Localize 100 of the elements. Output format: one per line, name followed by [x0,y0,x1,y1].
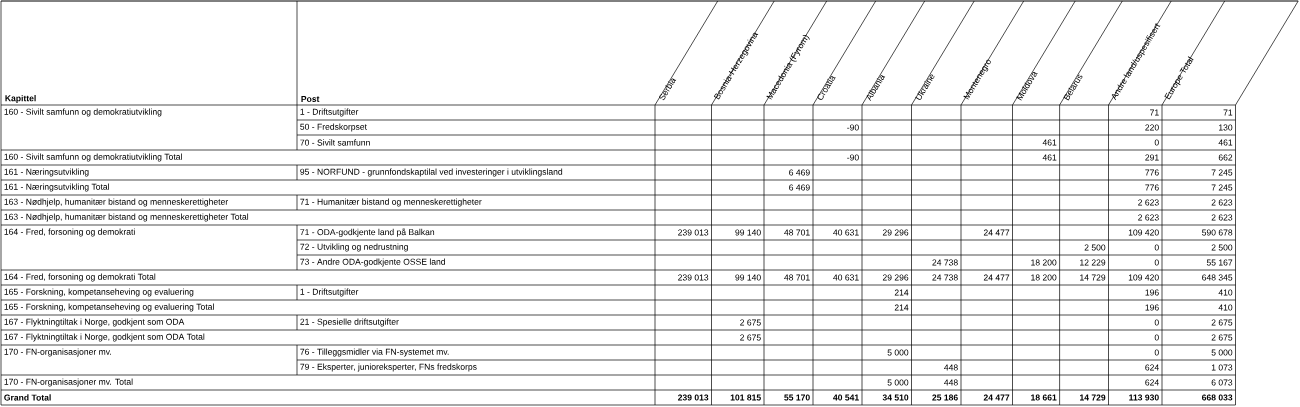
column-header: Post [301,96,320,102]
number: 24 738 [932,274,958,281]
number: 5 000 [1211,349,1233,356]
number: 99 140 [735,229,761,236]
item-label: 71 - ODA-godkjente land på Balkan [300,228,435,237]
number: 448 [944,364,958,371]
number: 40 541 [833,394,859,401]
item-label: 79 - Eksperter, junioreksperter, FNs fredskorps [300,363,477,372]
number: 18 661 [1031,394,1057,401]
number: 214 [894,304,909,311]
number: 5 000 [887,349,909,356]
number: 7 245 [1211,169,1233,176]
number: 12 229 [1080,259,1106,266]
total-label: 161 - Næringsutvikling Total [4,183,109,192]
number: 461 [1218,139,1233,146]
total-label: 167 - Flyktningtiltak i Norge, godkjent som ODA Total [4,333,205,342]
number: 776 [1145,169,1159,176]
number: 48 701 [784,229,810,236]
chapter-label: 164 - Fred, forsoning og demokrati [4,228,135,237]
number: 2 675 [1211,319,1233,326]
number: 5 000 [887,379,909,386]
number: 668 033 [1202,394,1233,401]
number: 6 073 [1211,379,1233,386]
chapter-label: 163 - Nødhjelp, humanitær bistand og menneskerettigheter [4,198,228,207]
number: 2 675 [1211,334,1233,341]
number: 239 013 [678,229,709,236]
number: 220 [1145,124,1159,131]
number: 196 [1145,304,1159,311]
item-label: 1 - Driftsutgifter [300,108,359,117]
column-header: Kapittel [5,95,36,103]
number: 109 420 [1128,274,1159,281]
number: 461 [1042,154,1057,161]
number: 101 815 [730,394,761,401]
chapter-label: 161 - Næringsutvikling [4,168,89,177]
chapter-label: 160 - Sivilt samfunn og demokratiutvikling [4,108,162,117]
number: 7 245 [1211,184,1233,191]
number: 2 623 [1138,214,1159,221]
number: 24 738 [932,259,958,266]
number: 130 [1219,124,1233,131]
number: 776 [1145,184,1159,191]
number: 29 296 [882,274,909,281]
number: 2 675 [740,334,761,341]
number: 2 500 [1084,244,1106,251]
number: 461 [1042,139,1057,146]
number: 2 623 [1211,199,1233,206]
number: 0 [1154,319,1159,326]
number: 71 [1150,109,1159,116]
number: 18 200 [1031,259,1057,266]
number: 55 167 [1206,259,1233,266]
number: 624 [1145,364,1159,371]
item-label: 1 - Driftsutgifter [300,288,359,297]
number: 113 930 [1129,394,1159,401]
total-label: 170 - FN-organisasjoner mv. Total [4,378,133,387]
number: 0 [1154,244,1159,251]
number: 662 [1218,154,1233,161]
number: 34 510 [882,394,909,401]
number: 1 073 [1211,364,1233,371]
number: 0 [1154,139,1159,146]
number: 14 729 [1080,274,1106,281]
number: 2 500 [1211,244,1233,251]
number: 291 [1145,154,1159,161]
number: 40 631 [833,229,859,236]
number: 99 140 [735,274,761,281]
item-label: 50 - Fredskorpset [300,123,367,132]
number: 40 631 [833,274,859,281]
item-label: 72 - Utvikling og nedrustning [300,243,408,252]
number: 6 469 [789,169,810,176]
item-label: 70 - Sivilt samfunn [300,139,370,146]
number: -90 [847,154,859,161]
number: 0 [1154,334,1159,341]
total-label: Grand Total [4,394,51,401]
number: 18 200 [1031,274,1057,281]
chapter-label: 167 - Flyktningtiltak i Norge, godkjent som ODA [4,318,185,327]
number: -90 [847,124,859,131]
number: 239 013 [678,394,709,401]
number: 2 623 [1138,199,1159,206]
number: 14 729 [1080,394,1106,401]
number: 624 [1145,379,1159,386]
number: 6 469 [789,184,810,191]
item-label: 95 - NORFUND - grunnfondskaptilal ved investeringer i utviklingsland [300,168,563,177]
number: 648 345 [1202,274,1233,281]
number: 0 [1154,259,1159,266]
total-label: 164 - Fred, forsoning og demokrati Total [4,273,156,282]
number: 2 675 [740,319,761,326]
number: 214 [894,289,909,296]
number: 25 186 [932,394,958,401]
chapter-label: 165 - Forskning, kompetanseheving og evaluering [4,288,194,297]
chapter-label: 170 - FN-organisasjoner mv. [4,348,111,357]
number: 239 013 [678,274,709,281]
number: 448 [944,379,958,386]
total-label: 160 - Sivilt samfunn og demokratiutvikling Total [4,153,182,162]
item-label: 71 - Humanitær bistand og menneskerettigheter [300,198,482,207]
number: 590 678 [1202,229,1233,236]
number: 29 296 [882,229,909,236]
number: 0 [1154,349,1159,356]
number: 410 [1218,304,1233,311]
number: 48 701 [784,274,810,281]
number: 196 [1145,289,1159,296]
number: 24 477 [983,229,1010,236]
number: 24 477 [983,274,1010,281]
